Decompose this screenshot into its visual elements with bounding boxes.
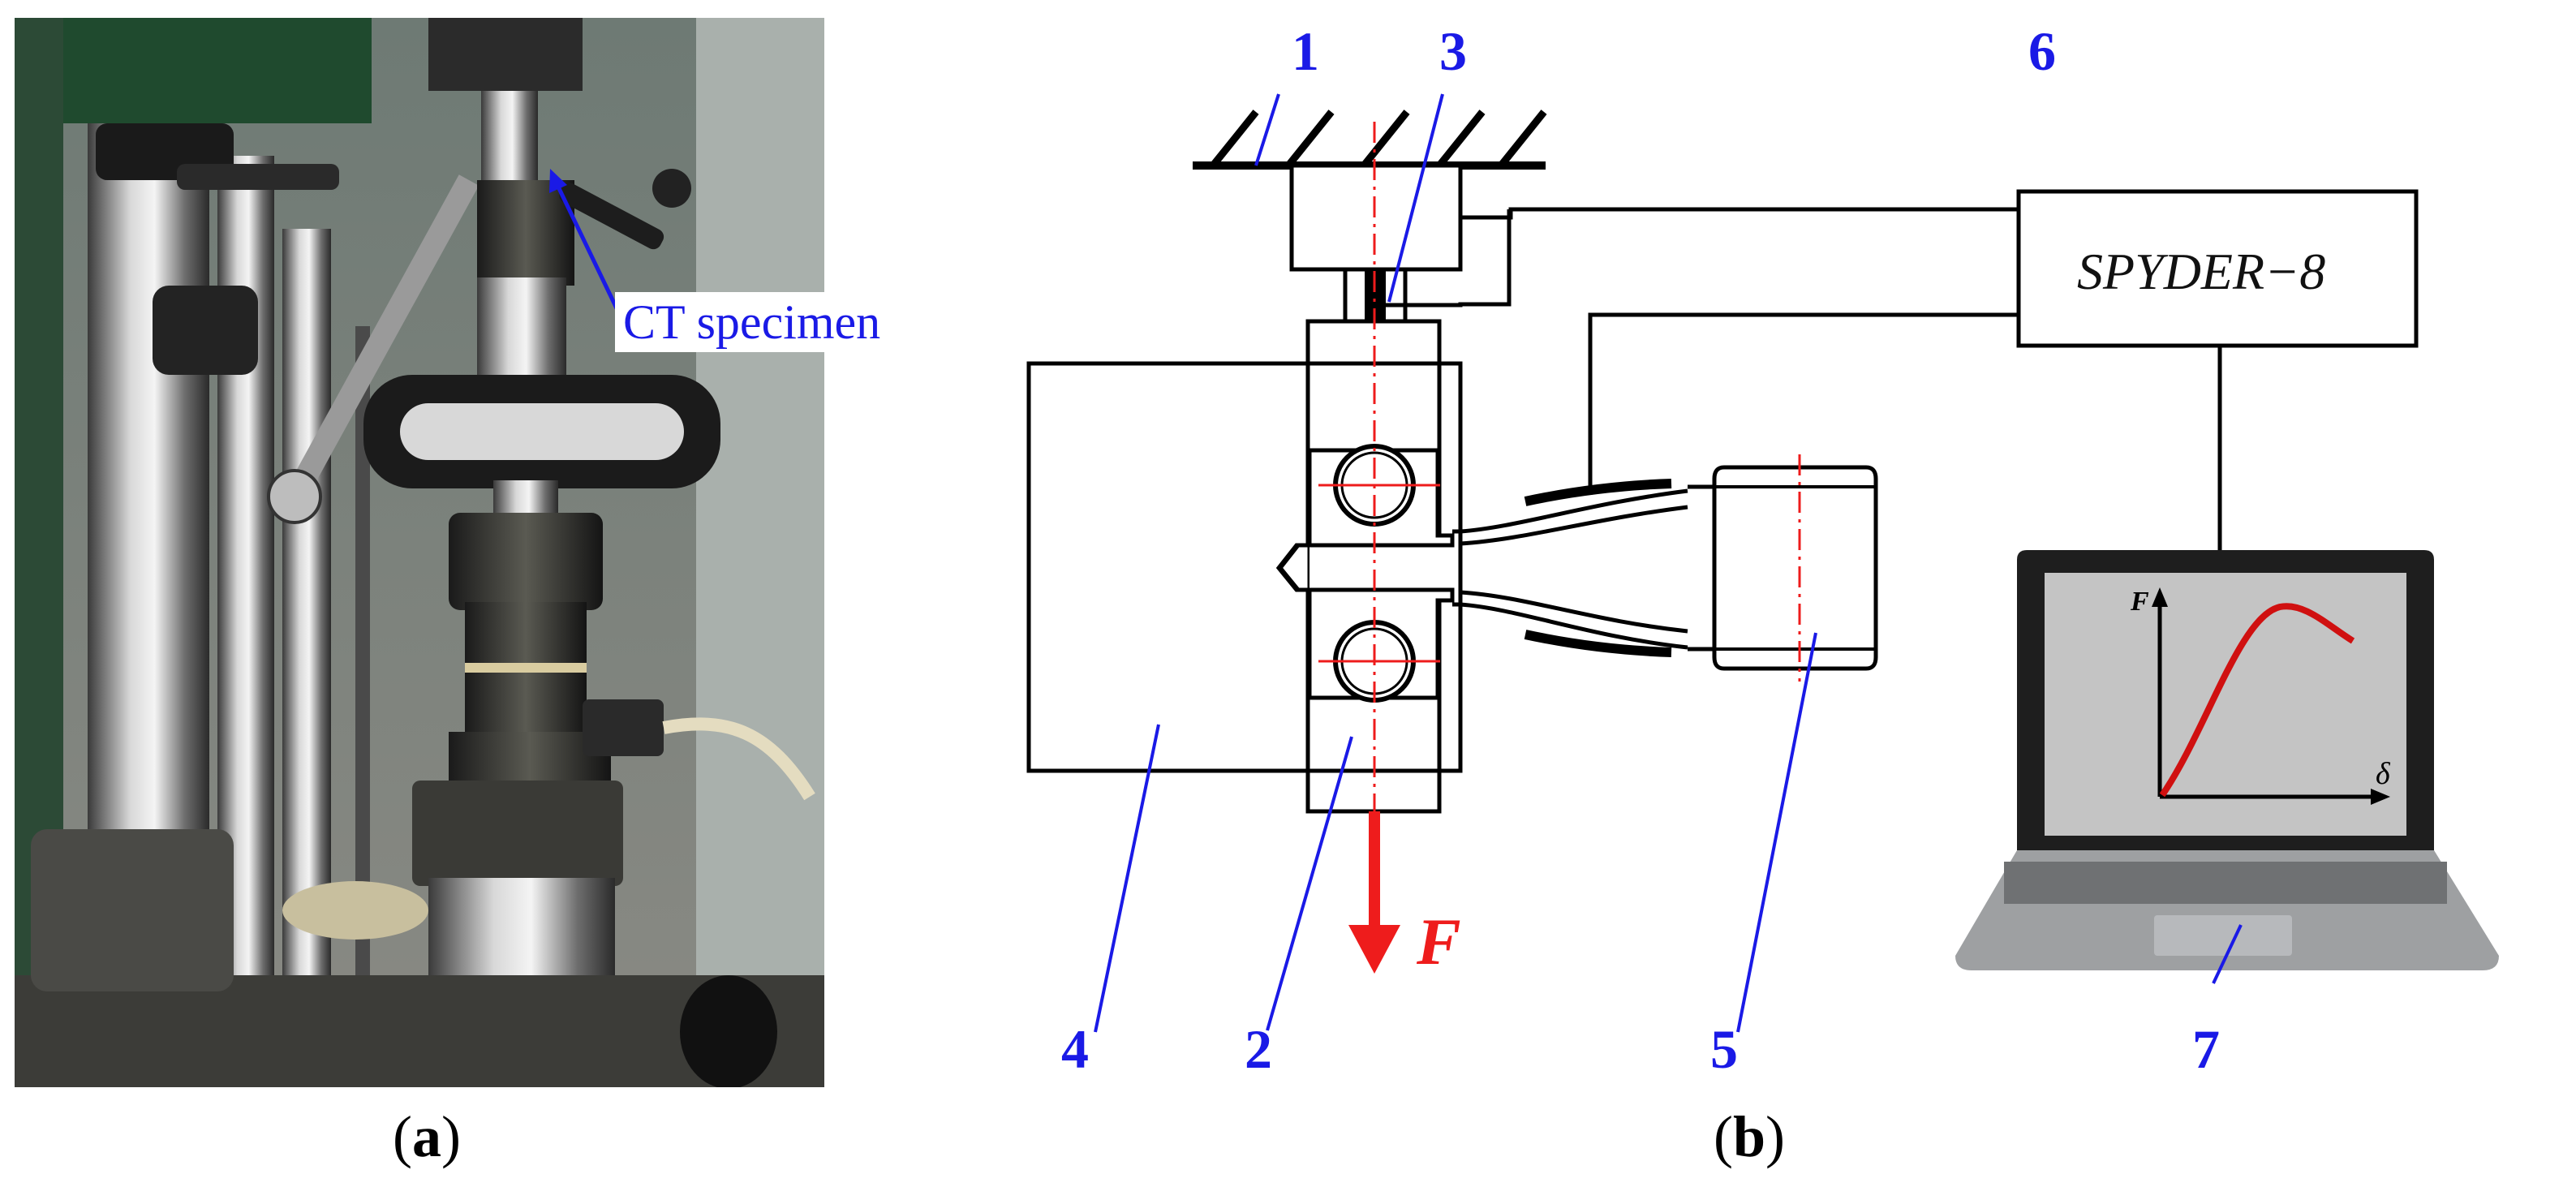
leader-2: [1266, 736, 1353, 1031]
load-cell: [465, 602, 587, 748]
caption-a-open: (: [393, 1104, 412, 1169]
signal-cable: [662, 717, 815, 801]
upper-coupling: [477, 277, 566, 375]
leader-lines: [1094, 93, 2243, 1033]
test-machine-photo: CT specimen: [15, 18, 889, 1089]
ct-specimen-arrowhead: [549, 169, 567, 193]
load-displacement-curve: [2159, 603, 2355, 798]
guide-rod: [355, 326, 370, 1024]
wire-upper-grip-to-controller: [1460, 207, 2019, 220]
label-3: 3: [1439, 20, 1467, 82]
lower-nut: [449, 513, 603, 610]
caption-a-close: ): [441, 1104, 461, 1169]
upper-grip: [477, 180, 574, 286]
clip-gauge-lower-arm-inner: [1460, 590, 1688, 634]
clip-gauge-body: [1712, 465, 1878, 671]
caption-b-letter: b: [1732, 1104, 1766, 1169]
microscope-tube: [177, 164, 339, 190]
controller-box: [2016, 189, 2419, 348]
ct-specimen-annotation: CT specimen: [615, 292, 889, 352]
force-label: F: [1416, 905, 1461, 978]
strain-gauge-lower: [1524, 630, 1672, 657]
caption-a: (a): [393, 1103, 461, 1171]
foreground-dark-object: [680, 975, 777, 1089]
leader-5: [1736, 632, 1817, 1033]
caption-b-open: (: [1714, 1104, 1733, 1169]
fixed-support-hatching: [1210, 110, 1547, 168]
column-thin: [282, 229, 331, 991]
test-machine-illustration: [15, 18, 824, 1089]
laptop: [1955, 550, 2499, 970]
plot-x-arrow: [2371, 789, 2390, 805]
caption-b: (b): [1714, 1103, 1785, 1171]
fixture-left: [31, 829, 234, 991]
fixture-base: [282, 881, 428, 940]
laptop-keyboard: [2004, 862, 2447, 904]
clamp-upper: [153, 286, 258, 375]
upper-crosshead: [428, 18, 583, 91]
arm-joint: [267, 469, 322, 524]
controller-name: SPYDER−8: [2077, 243, 2325, 300]
caption-a-letter: a: [411, 1104, 441, 1169]
clip-gauge-upper-arm: [1452, 488, 1688, 534]
caption-b-close: ): [1765, 1104, 1786, 1169]
leader-7: [2212, 924, 2243, 984]
wire-load-cell: [1386, 209, 1512, 308]
force-arrow-head: [1348, 925, 1400, 974]
laptop-touchpad: [2154, 915, 2292, 956]
clip-gauge-lower-arm: [1452, 602, 1688, 650]
right-wall: [696, 18, 824, 1087]
leader-3: [1387, 93, 1444, 303]
plot-x-label: δ: [2376, 757, 2391, 791]
plot-y-arrow: [2152, 587, 2168, 607]
fixture-frame: [1026, 361, 1463, 773]
plot-y-label: F: [2130, 587, 2149, 617]
laptop-screen: [2045, 573, 2406, 836]
label-1: 1: [1292, 20, 1319, 82]
clip-gauge-upper-arm-inner: [1460, 505, 1688, 546]
clip-gauge-knob: [652, 169, 691, 208]
extensometer-opening: [400, 403, 684, 460]
leader-1: [1254, 93, 1280, 166]
actuator-base: [412, 781, 623, 886]
notch-cover: [1310, 545, 1452, 590]
diagonal-arm: [280, 174, 480, 510]
label-5: 5: [1710, 1018, 1738, 1080]
wire-clip-gauge-to-controller: [1588, 312, 2019, 495]
upper-grip-block: [1289, 163, 1463, 272]
ct-specimen-pointer: [554, 182, 619, 310]
green-frame-top: [63, 18, 372, 123]
leader-4: [1094, 724, 1160, 1033]
label-6: 6: [2028, 20, 2056, 82]
schematic-diagram: 1 3 6 4 2 5 7 SPYDER−8 F F δ: [1026, 20, 2499, 1080]
label-4: 4: [1061, 1018, 1089, 1080]
load-cell-band: [465, 663, 587, 673]
label-2: 2: [1245, 1018, 1272, 1080]
strain-gauge-upper: [1524, 479, 1672, 506]
cable-connector: [583, 699, 664, 756]
label-7: 7: [2192, 1018, 2220, 1080]
clip-gauge-arm: [559, 183, 664, 250]
